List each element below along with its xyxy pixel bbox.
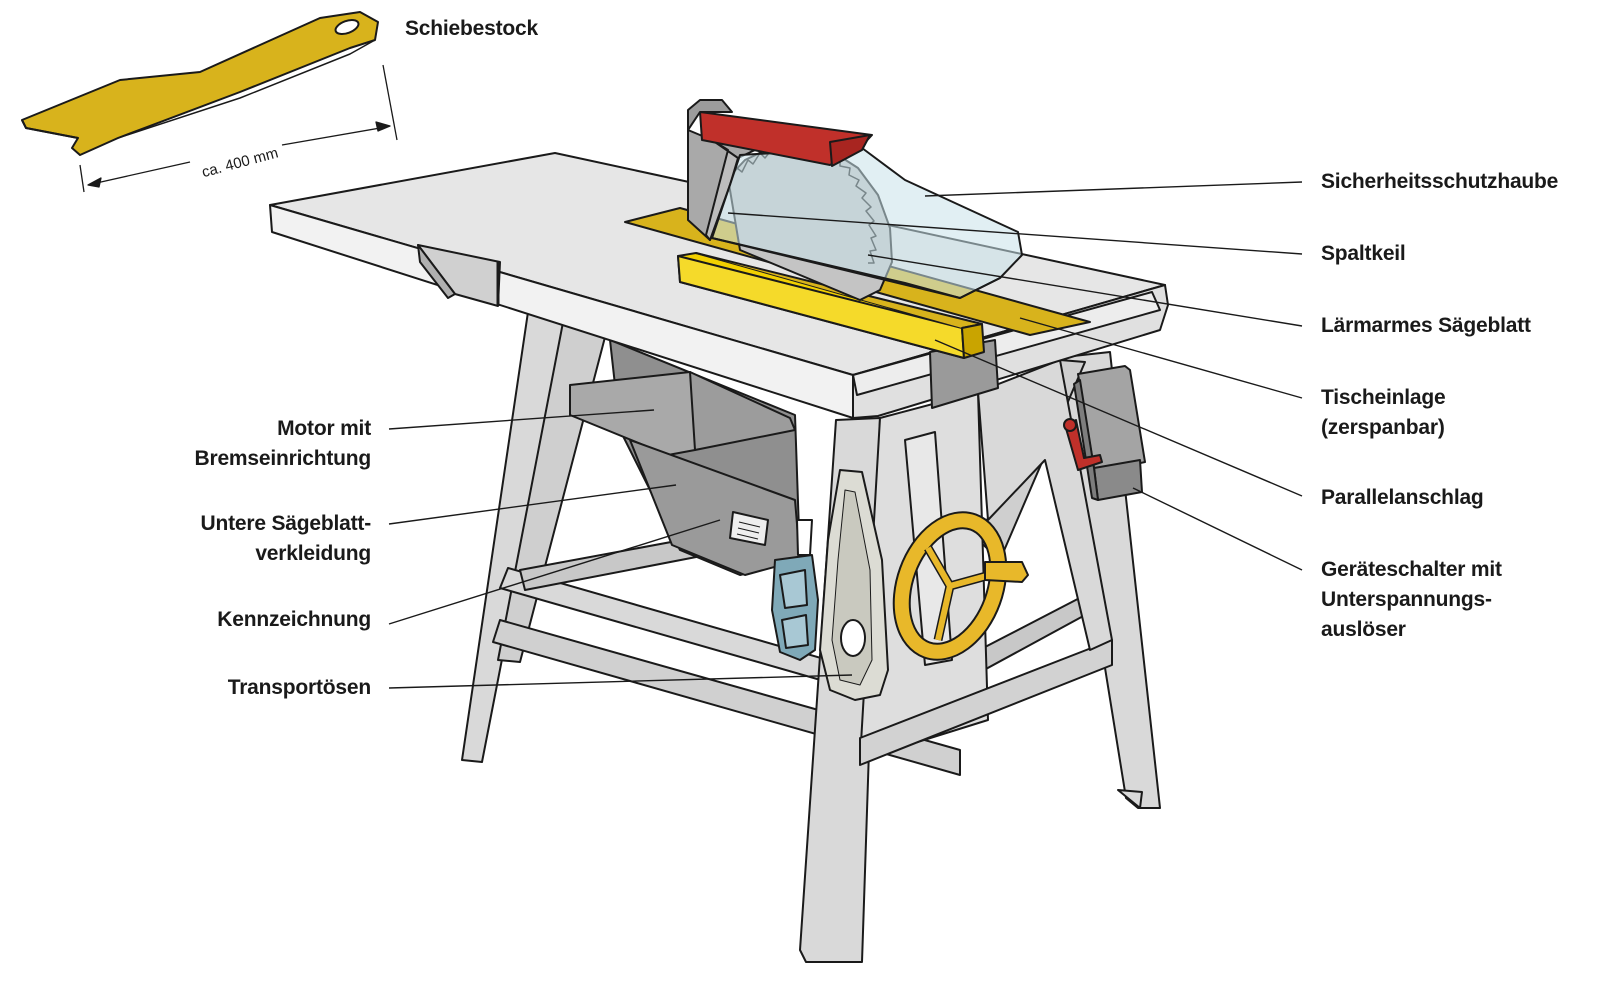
label-motor-line-1: Motor mit xyxy=(277,417,371,440)
push-stick-dimension xyxy=(79,64,398,193)
switch-box xyxy=(1063,365,1146,501)
label-lower-guard: Untere Sägeblatt- verkleidung xyxy=(200,509,372,569)
push-stick-drawing xyxy=(21,11,379,156)
label-motor: Motor mit Bremseinrichtung xyxy=(195,414,372,474)
label-pushstick: Schiebestock xyxy=(405,14,538,44)
label-riving-knife: Spaltkeil xyxy=(1321,239,1406,269)
label-pushstick-text: Schiebestock xyxy=(405,17,538,40)
leader-lines xyxy=(388,181,1303,689)
label-marking: Kennzeichnung xyxy=(217,605,371,635)
label-switch-line-2: Unterspannungs- xyxy=(1321,588,1492,611)
label-marking-line-1: Kennzeichnung xyxy=(217,608,371,631)
hand-wheel xyxy=(892,511,1029,661)
safety-glasses xyxy=(771,519,819,661)
motor-housing xyxy=(569,339,801,576)
dimension-label: ca. 400 mm xyxy=(200,144,280,181)
label-switch: Geräteschalter mit Unterspannungs- auslö… xyxy=(1321,555,1502,645)
label-switch-line-3: auslöser xyxy=(1321,618,1406,641)
label-rip-fence-line-1: Parallelanschlag xyxy=(1321,486,1484,509)
label-table-insert: Tischeinlage (zerspanbar) xyxy=(1321,383,1446,443)
label-blade-line-1: Lärmarmes Sägeblatt xyxy=(1321,314,1531,337)
label-riving-knife-line-1: Spaltkeil xyxy=(1321,242,1406,265)
label-rip-fence: Parallelanschlag xyxy=(1321,483,1484,513)
transport-handle xyxy=(819,469,889,701)
label-blade: Lärmarmes Sägeblatt xyxy=(1321,311,1531,341)
label-transport-line-1: Transportösen xyxy=(227,676,371,699)
label-switch-line-1: Geräteschalter mit xyxy=(1321,558,1502,581)
label-motor-line-2: Bremseinrichtung xyxy=(194,447,372,470)
label-lower-guard-line-2: verkleidung xyxy=(255,542,371,565)
label-transport: Transportösen xyxy=(228,673,371,703)
label-lower-guard-line-1: Untere Sägeblatt- xyxy=(200,512,372,535)
label-table-insert-line-2: (zerspanbar) xyxy=(1321,416,1445,439)
label-table-insert-line-1: Tischeinlage xyxy=(1321,386,1446,409)
label-safety-guard: Sicherheitsschutzhaube xyxy=(1321,167,1558,197)
label-safety-guard-line-1: Sicherheitsschutzhaube xyxy=(1321,170,1559,193)
